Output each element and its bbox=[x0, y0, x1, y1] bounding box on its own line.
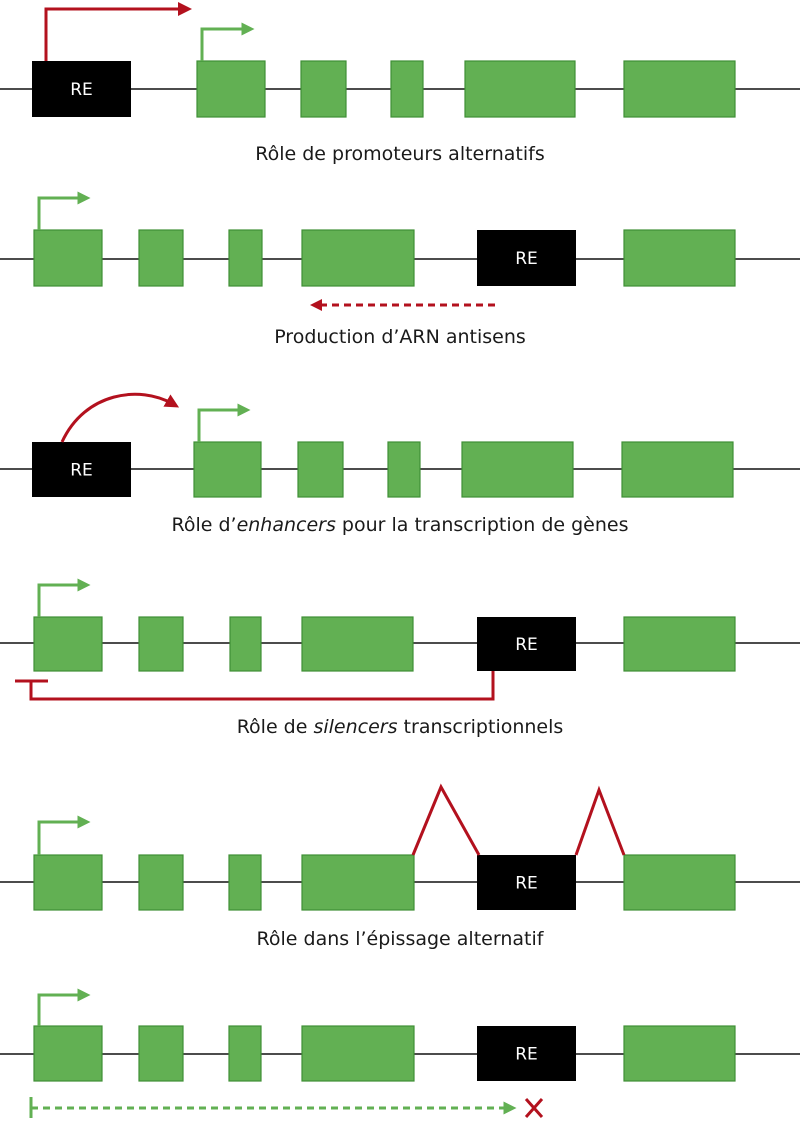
transcription-start-arrow bbox=[37, 191, 91, 230]
repeat-element: RE bbox=[477, 617, 576, 671]
panel-caption: Rôle d’enhancers pour la transcription d… bbox=[171, 514, 628, 536]
repeat-element-box bbox=[477, 617, 576, 671]
repeat-element: RE bbox=[32, 61, 131, 117]
caption-text: Production d’ARN antisens bbox=[274, 326, 526, 348]
repeat-element-label: RE bbox=[515, 1045, 538, 1065]
repeat-element: RE bbox=[477, 1026, 576, 1081]
repeat-element-label: RE bbox=[70, 461, 93, 481]
exon-box bbox=[228, 229, 263, 287]
exon-box bbox=[228, 854, 262, 911]
caption-italic-term: enhancers bbox=[237, 514, 336, 536]
repeat-element-box bbox=[477, 855, 576, 910]
panel-caption: Rôle dans l’épissage alternatif bbox=[257, 928, 545, 950]
enhancer-arrow bbox=[60, 392, 180, 443]
repeat-element-box bbox=[32, 61, 131, 117]
gene-panel-2: RE Production d’ARN antisens bbox=[0, 229, 800, 348]
exon-box bbox=[138, 1025, 184, 1082]
exon-box bbox=[229, 616, 262, 672]
exon-box bbox=[301, 616, 414, 672]
exon-box bbox=[301, 1025, 415, 1082]
caption-italic-term: silencers bbox=[313, 716, 397, 738]
repeat-element-label: RE bbox=[515, 635, 538, 655]
exon-box bbox=[621, 441, 734, 498]
exon-box bbox=[138, 854, 184, 911]
cross-stroke bbox=[524, 1098, 544, 1118]
alternative-promoter-arrow bbox=[44, 2, 192, 61]
exon-box bbox=[623, 854, 736, 911]
transcription-start-arrow bbox=[37, 988, 91, 1026]
exon-box bbox=[138, 229, 184, 287]
exon-box bbox=[33, 1025, 103, 1082]
caption-text: Rôle de bbox=[237, 716, 314, 738]
exon-box bbox=[193, 441, 262, 498]
exon-box bbox=[300, 60, 347, 118]
repeat-element: RE bbox=[477, 855, 576, 910]
exon-box bbox=[297, 441, 344, 498]
repeat-element-label: RE bbox=[515, 249, 538, 269]
repeat-element-label: RE bbox=[515, 874, 538, 894]
splice-junction-left bbox=[411, 783, 481, 856]
splice-junction-right bbox=[574, 785, 626, 856]
repeat-element-box bbox=[477, 1026, 576, 1081]
exon-box bbox=[623, 616, 736, 672]
panel-caption: Rôle de silencers transcriptionnels bbox=[237, 716, 564, 738]
exon-box bbox=[623, 60, 736, 118]
caption-text: pour la transcription de gènes bbox=[336, 514, 629, 536]
exon-box bbox=[387, 441, 421, 498]
exon-box bbox=[301, 229, 415, 287]
repeat-element: RE bbox=[477, 230, 576, 286]
exon-box bbox=[301, 854, 415, 911]
exon-box bbox=[33, 854, 103, 911]
caption-text: Rôle d’ bbox=[171, 514, 236, 536]
gene-panel-4: RE Rôle de silencers transcriptionnels bbox=[0, 616, 800, 738]
termination-cross-icon bbox=[524, 1098, 544, 1118]
exon-box bbox=[461, 441, 574, 498]
caption-text: transcriptionnels bbox=[398, 716, 564, 738]
gene-panel-1: RE Rôle de promoteurs alternatifs bbox=[0, 60, 800, 165]
caption-text: Rôle de promoteurs alternatifs bbox=[255, 143, 544, 165]
transcription-start-arrow bbox=[37, 578, 91, 617]
repeat-element-box bbox=[477, 230, 576, 286]
panel-caption: Production d’ARN antisens bbox=[274, 326, 526, 348]
exon-box bbox=[138, 616, 184, 672]
gene-panel-6: RE bbox=[0, 1025, 800, 1082]
exon-box bbox=[623, 229, 736, 287]
gene-panel-5: RE Rôle dans l’épissage alternatif bbox=[0, 854, 800, 950]
repeat-element-label: RE bbox=[70, 80, 93, 100]
exon-box bbox=[464, 60, 576, 118]
exon-box bbox=[623, 1025, 736, 1082]
silencer-inhibition-line bbox=[29, 671, 495, 701]
transcription-start-arrow bbox=[200, 22, 255, 61]
exon-box bbox=[33, 616, 103, 672]
repeat-element-box bbox=[32, 442, 131, 497]
exon-box bbox=[196, 60, 266, 118]
exon-box bbox=[33, 229, 103, 287]
repeat-element: RE bbox=[32, 442, 131, 497]
panel-caption: Rôle de promoteurs alternatifs bbox=[255, 143, 544, 165]
gene-panel-3: RE Rôle d’enhancers pour la transcription… bbox=[0, 441, 800, 536]
caption-text: Rôle dans l’épissage alternatif bbox=[257, 928, 545, 950]
exon-box bbox=[228, 1025, 262, 1082]
transcription-start-arrow bbox=[197, 403, 251, 442]
exon-box bbox=[390, 60, 424, 118]
transcription-start-arrow bbox=[37, 815, 91, 855]
